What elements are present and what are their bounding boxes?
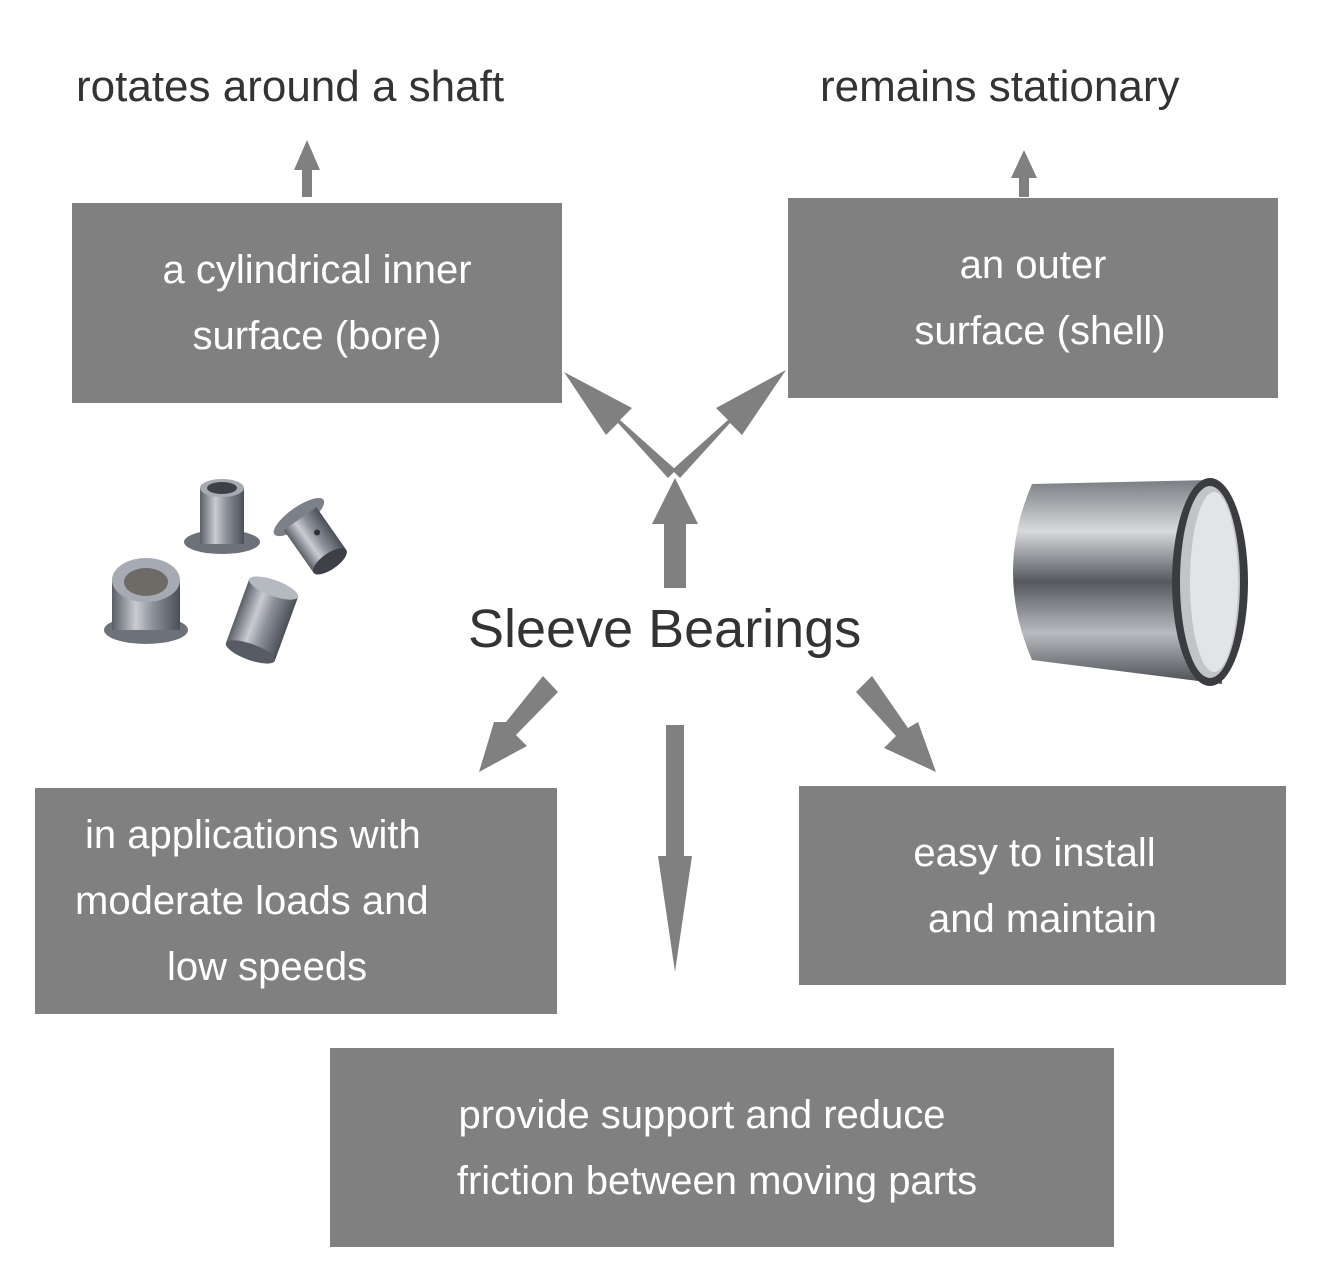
arrow-diag-to-inner — [564, 372, 676, 478]
box-install-line2: and maintain — [927, 896, 1158, 941]
box-install-line1: easy to install — [913, 830, 1156, 875]
label-stationary: remains stationary — [820, 62, 1180, 111]
arrow-center-down — [658, 725, 692, 972]
box-purpose-line2: friction between moving parts — [456, 1158, 978, 1203]
box-install: easy to install and maintain — [799, 786, 1286, 985]
plain-sleeve-image — [1013, 478, 1248, 686]
box-purpose: provide support and reduce friction betw… — [330, 1048, 1114, 1247]
arrow-up-left — [294, 140, 320, 197]
diagram-title: Sleeve Bearings — [468, 599, 862, 659]
flanged-bearings-image — [104, 479, 347, 664]
box-inner-line1: a cylindrical inner — [162, 248, 472, 292]
box-purpose-line1: provide support and reduce — [458, 1092, 946, 1137]
arrow-center-up — [652, 478, 698, 588]
arrow-down-left — [479, 676, 558, 772]
box-inner-line2: surface (bore) — [192, 314, 442, 358]
box-outer-surface: an outer surface (shell) — [788, 198, 1278, 398]
box-inner-surface: a cylindrical inner surface (bore) — [72, 203, 562, 403]
arrow-diag-to-outer — [672, 370, 786, 478]
arrow-up-right — [1011, 150, 1037, 197]
box-applications-line2: moderate loads and — [75, 879, 429, 923]
box-outer-line2: surface (shell) — [914, 309, 1166, 353]
box-applications: in applications with moderate loads and … — [35, 788, 557, 1014]
arrow-down-right — [856, 676, 936, 772]
box-outer-line1: an outer — [959, 243, 1107, 287]
label-rotates: rotates around a shaft — [76, 62, 505, 111]
box-applications-line1: in applications with — [85, 813, 421, 857]
box-applications-line3: low speeds — [167, 945, 368, 989]
